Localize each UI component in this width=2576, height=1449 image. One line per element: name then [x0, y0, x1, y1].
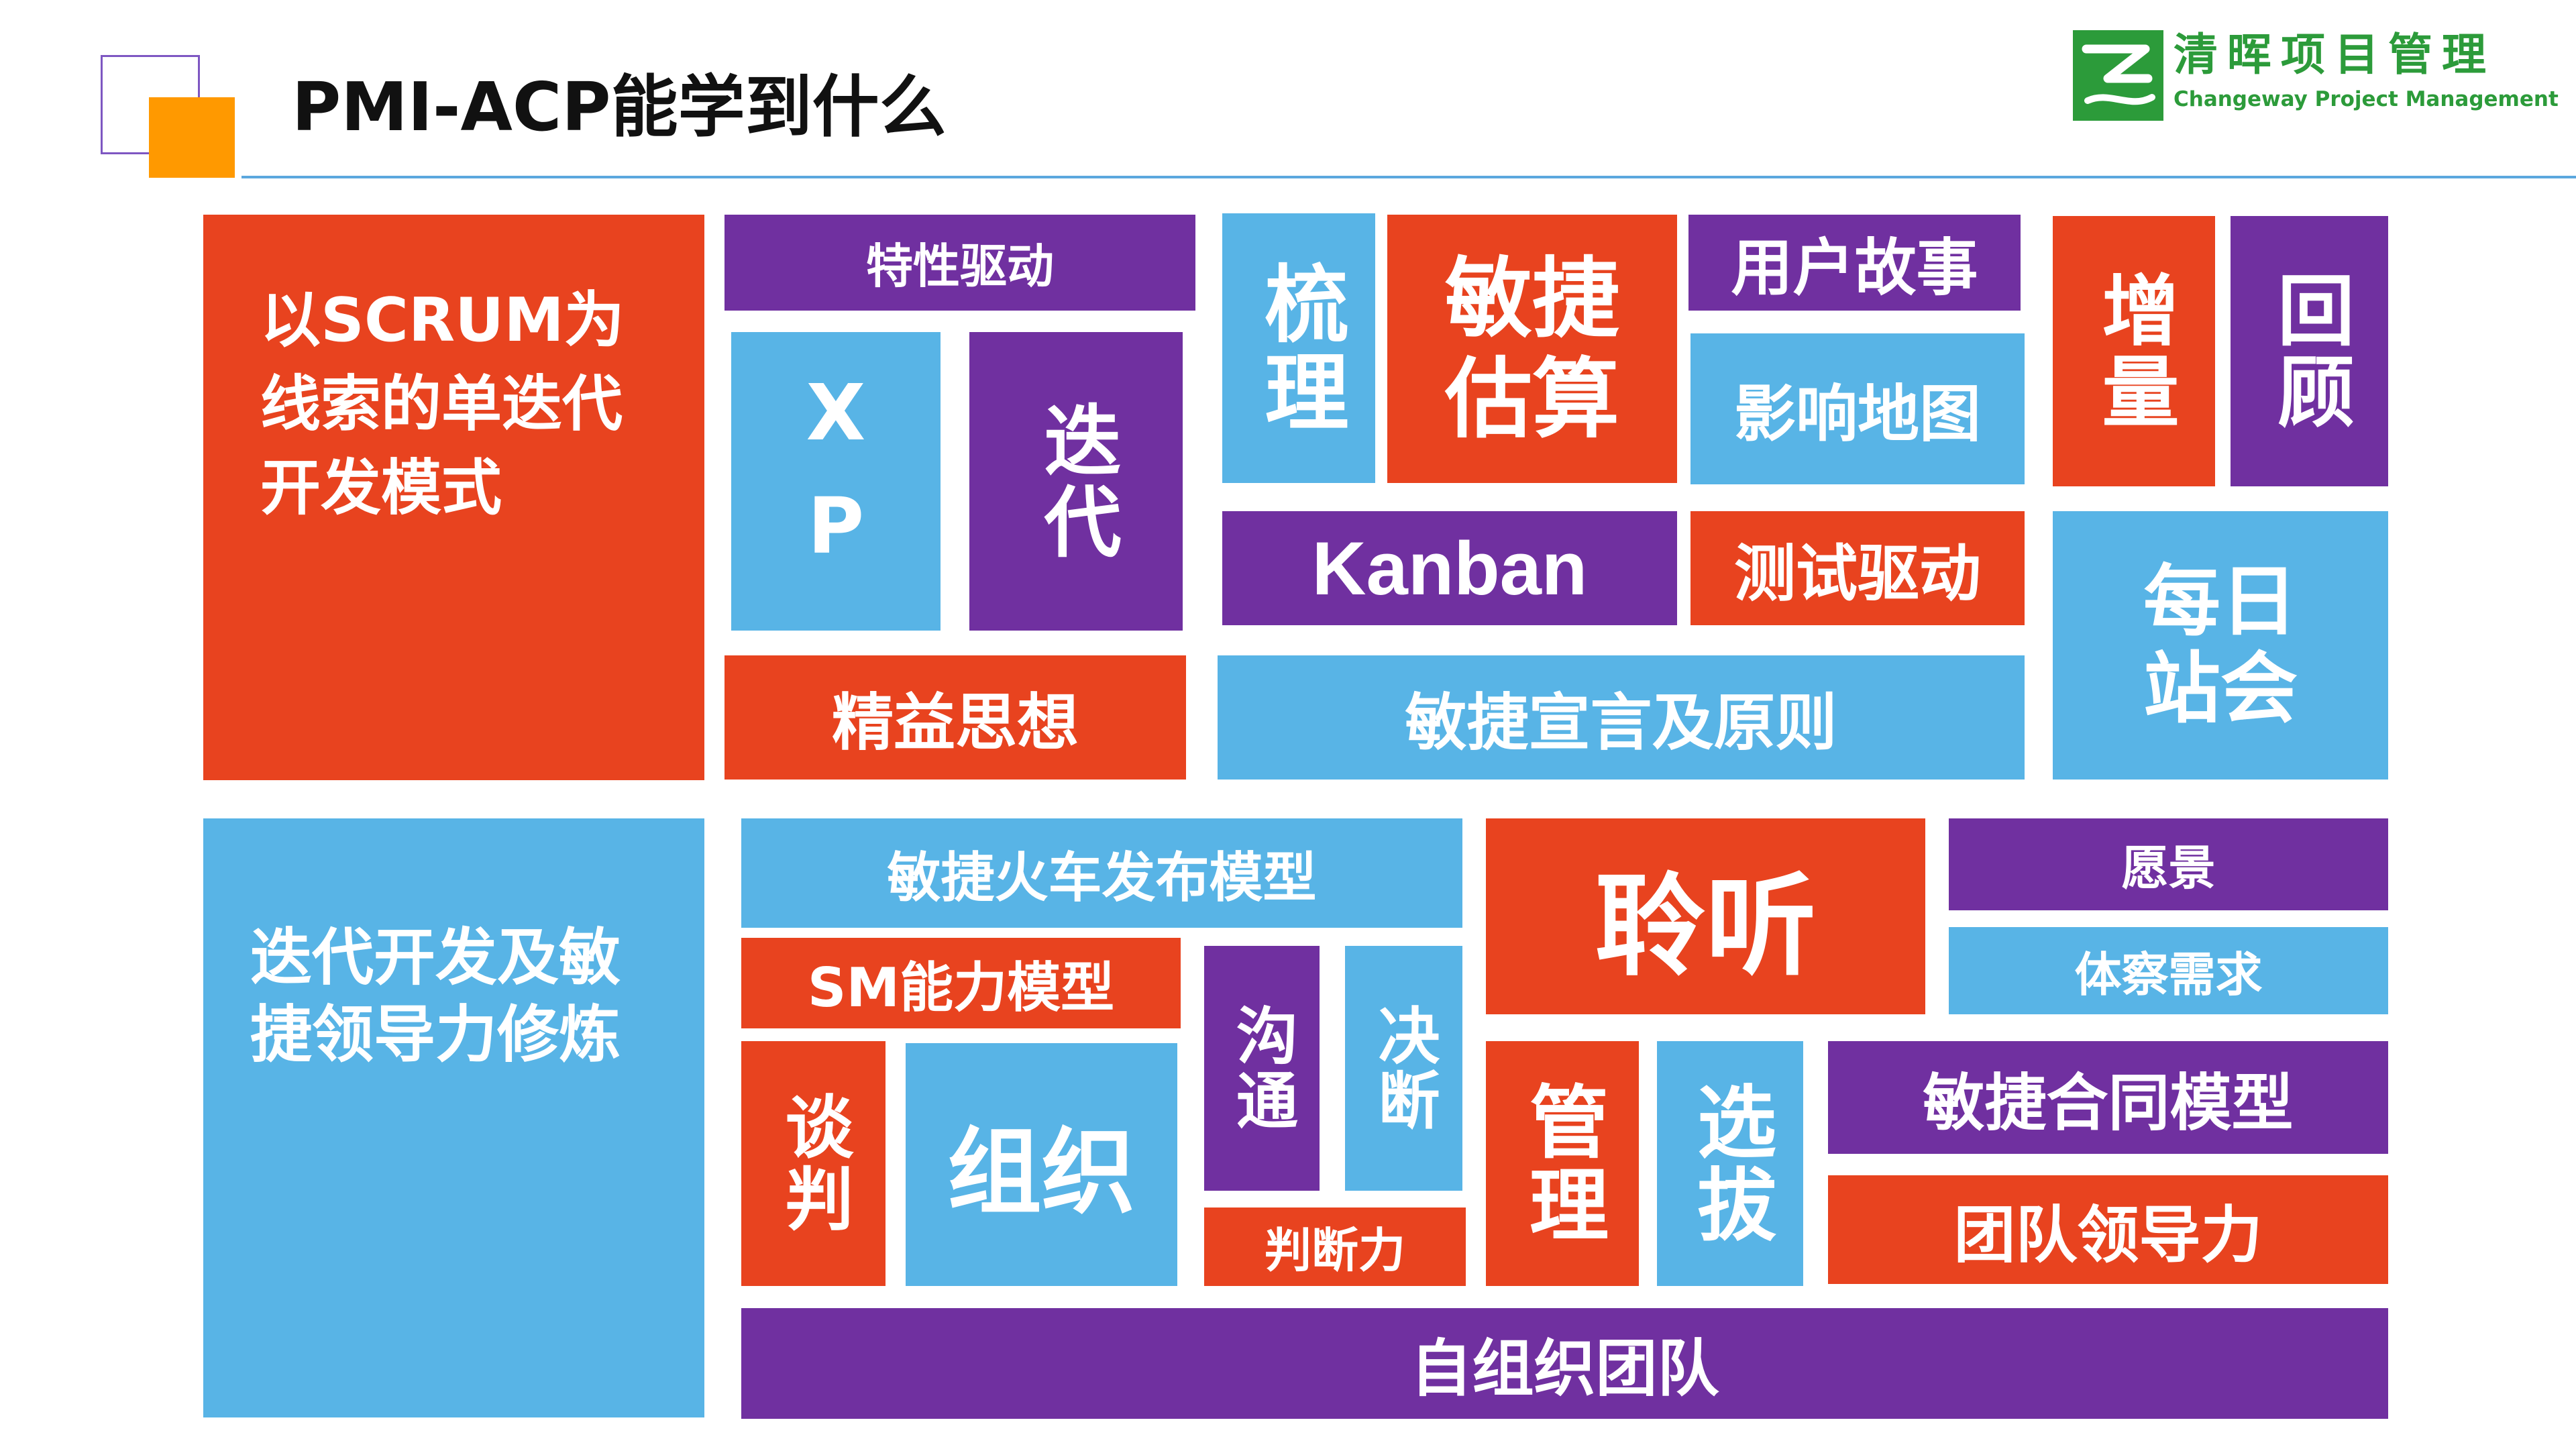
tile-release-train: 敏捷火车发布模型: [741, 818, 1462, 928]
tile-management-label: 管理: [1515, 1080, 1609, 1247]
tile-empathy: 体察需求: [1949, 927, 2388, 1014]
tile-iteration: 迭代: [969, 332, 1183, 631]
tile-self-organizing: 自组织团队: [741, 1308, 2388, 1419]
tile-negotiation-label: 谈判: [773, 1091, 853, 1236]
tile-kanban: Kanban: [1222, 511, 1677, 625]
tile-judgment-label: 判断力: [1265, 1223, 1405, 1278]
tile-user-story-label: 用户故事: [1731, 232, 1978, 304]
tile-grooming-label: 梳理: [1250, 260, 1348, 437]
tile-agile-manifesto: 敏捷宣言及原则: [1218, 655, 2025, 780]
tile-story-map: 影响地图: [1690, 333, 2025, 484]
corner-orange-square: [149, 97, 235, 178]
tile-daily-standup-label: 每日站会: [2143, 557, 2298, 734]
tile-increment-label: 增量: [2089, 270, 2179, 433]
tile-xp: XP: [731, 332, 941, 631]
tile-feature-driven: 特性驱动: [724, 215, 1195, 311]
tile-empathy-label: 体察需求: [2074, 947, 2263, 1002]
tile-negotiation: 谈判: [741, 1041, 885, 1286]
tile-daily-standup: 每日站会: [2053, 511, 2388, 780]
tile-management: 管理: [1486, 1041, 1639, 1286]
tile-xp-label: XP: [791, 368, 881, 594]
tile-communication-label: 沟通: [1226, 1003, 1298, 1134]
tile-organization-label: 组织: [947, 1118, 1136, 1228]
tile-grooming: 梳理: [1222, 213, 1375, 483]
tile-scrum-label: 以SCRUM为线索的单迭代开发模式: [260, 285, 625, 523]
logo-mark-icon: [2073, 30, 2163, 121]
tile-test-driven: 测试驱动: [1690, 511, 2025, 625]
tile-user-story: 用户故事: [1688, 215, 2021, 311]
tile-sm-model: SM能力模型: [741, 938, 1181, 1028]
tile-vision: 愿景: [1949, 818, 2388, 910]
tile-leadership: 迭代开发及敏捷领导力修炼: [203, 818, 704, 1417]
logo-name-cn: 清晖项目管理: [2174, 29, 2496, 80]
tile-selection-label: 选拔: [1683, 1080, 1776, 1247]
tile-increment: 增量: [2053, 216, 2215, 486]
tile-listening: 聆听: [1486, 818, 1925, 1014]
tile-scrum: 以SCRUM为线索的单迭代开发模式: [203, 215, 704, 780]
tile-decision-label: 决断: [1368, 1003, 1440, 1134]
tile-agile-contract-label: 敏捷合同模型: [1923, 1067, 2294, 1139]
tile-vision-label: 愿景: [2121, 841, 2216, 896]
tile-self-organizing-label: 自组织团队: [1410, 1333, 1719, 1405]
tile-team-leadership-label: 团队领导力: [1953, 1199, 2263, 1271]
tile-selection: 选拔: [1657, 1041, 1803, 1286]
tile-decision: 决断: [1345, 946, 1462, 1191]
tile-release-train-label: 敏捷火车发布模型: [887, 846, 1317, 909]
tile-test-driven-label: 测试驱动: [1733, 537, 1981, 610]
tile-lean-thinking: 精益思想: [724, 655, 1186, 780]
tile-retrospective: 回顾: [2231, 216, 2388, 486]
tile-communication: 沟通: [1204, 946, 1320, 1191]
company-logo: 清晖项目管理 Changeway Project Management: [2073, 27, 2559, 124]
tile-story-map-label: 影响地图: [1733, 378, 1981, 450]
tile-organization: 组织: [906, 1043, 1177, 1286]
tile-lean-thinking-label: 精益思想: [831, 687, 1079, 759]
tile-kanban-label: Kanban: [1311, 526, 1588, 610]
tile-listening-label: 聆听: [1595, 861, 1817, 991]
tile-agile-estimation-label: 敏捷估算: [1444, 248, 1619, 450]
header-divider: [241, 176, 2576, 178]
tile-leadership-label: 迭代开发及敏捷领导力修炼: [250, 922, 621, 1071]
tile-feature-driven-label: 特性驱动: [866, 239, 1054, 294]
logo-name-en: Changeway Project Management: [2174, 87, 2559, 111]
tile-team-leadership: 团队领导力: [1828, 1175, 2388, 1284]
tile-iteration-label: 迭代: [1031, 400, 1121, 563]
tile-retrospective-label: 回顾: [2264, 270, 2355, 433]
page-title: PMI-ACP能学到什么: [292, 68, 947, 146]
tile-agile-estimation: 敏捷估算: [1387, 215, 1677, 483]
tile-sm-model-label: SM能力模型: [807, 956, 1115, 1019]
tile-agile-contract: 敏捷合同模型: [1828, 1041, 2388, 1154]
tile-agile-manifesto-label: 敏捷宣言及原则: [1405, 687, 1837, 759]
tile-judgment: 判断力: [1204, 1208, 1466, 1286]
